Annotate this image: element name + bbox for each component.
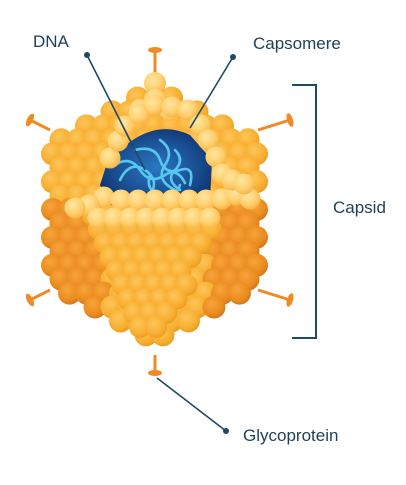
capsomere <box>127 189 149 211</box>
dna-strand <box>158 138 177 192</box>
capsomere <box>144 189 166 211</box>
capsomere <box>195 189 217 211</box>
capsomere <box>58 281 81 305</box>
capsomere <box>233 173 255 195</box>
dna-leader-dot <box>84 52 90 58</box>
capsomere <box>183 207 205 229</box>
capsomere <box>83 295 107 319</box>
capsomere <box>197 129 219 151</box>
capsid-label: Capsid <box>333 198 386 217</box>
dna-strand <box>118 165 162 217</box>
capsomere-leader-dot <box>230 54 236 60</box>
glycoprotein-disc <box>286 293 294 307</box>
capsomere <box>178 189 200 211</box>
capsomere-label: Capsomere <box>253 34 341 53</box>
core-opening <box>100 129 212 205</box>
capsomere <box>228 281 251 305</box>
capsomere <box>119 207 141 229</box>
glycoprotein-disc <box>286 113 294 127</box>
capsomere <box>87 207 109 229</box>
glycoprotein-stalk <box>257 118 291 132</box>
glycoprotein-leader-line <box>156 377 227 432</box>
dna-leader-line <box>86 54 146 171</box>
capsomere <box>151 207 173 229</box>
capsomere <box>145 316 168 338</box>
capsomere <box>64 197 86 219</box>
glycoprotein-disc <box>148 370 162 376</box>
dna-strand <box>169 148 182 192</box>
capsomere <box>110 189 132 211</box>
capsomere <box>135 207 157 229</box>
dna-strand <box>133 147 193 187</box>
leader-lines <box>84 52 317 434</box>
glycoprotein-stalk <box>29 118 51 132</box>
dna-core <box>100 129 212 217</box>
capsomere <box>167 207 189 229</box>
capsomere <box>202 295 226 319</box>
glycoprotein-stalk <box>29 288 51 302</box>
capsomere <box>161 96 183 118</box>
capsomere <box>177 99 199 121</box>
glycoprotein-spikes <box>25 47 294 376</box>
capsomere-rim <box>64 94 261 229</box>
capsomere <box>177 309 200 333</box>
dna-strand <box>113 159 187 185</box>
capsomere <box>99 147 121 169</box>
glycoprotein-disc <box>25 113 35 127</box>
glycoprotein-label: Glycoprotein <box>243 426 339 445</box>
capsomere <box>161 189 183 211</box>
capsomere <box>144 72 166 94</box>
capsomere <box>205 146 227 168</box>
glycoprotein-disc <box>25 293 35 307</box>
capsomere <box>103 207 125 229</box>
capsomere <box>199 207 221 229</box>
glycoprotein-stalk <box>257 288 291 302</box>
glycoprotein-leader-dot <box>223 428 229 434</box>
capsomere <box>129 316 152 338</box>
dna-label: DNA <box>33 32 69 51</box>
capsid-bracket <box>292 84 317 339</box>
glycoprotein-disc <box>148 47 162 53</box>
capsomere <box>143 94 165 116</box>
capsomere-leader-line <box>189 56 234 129</box>
